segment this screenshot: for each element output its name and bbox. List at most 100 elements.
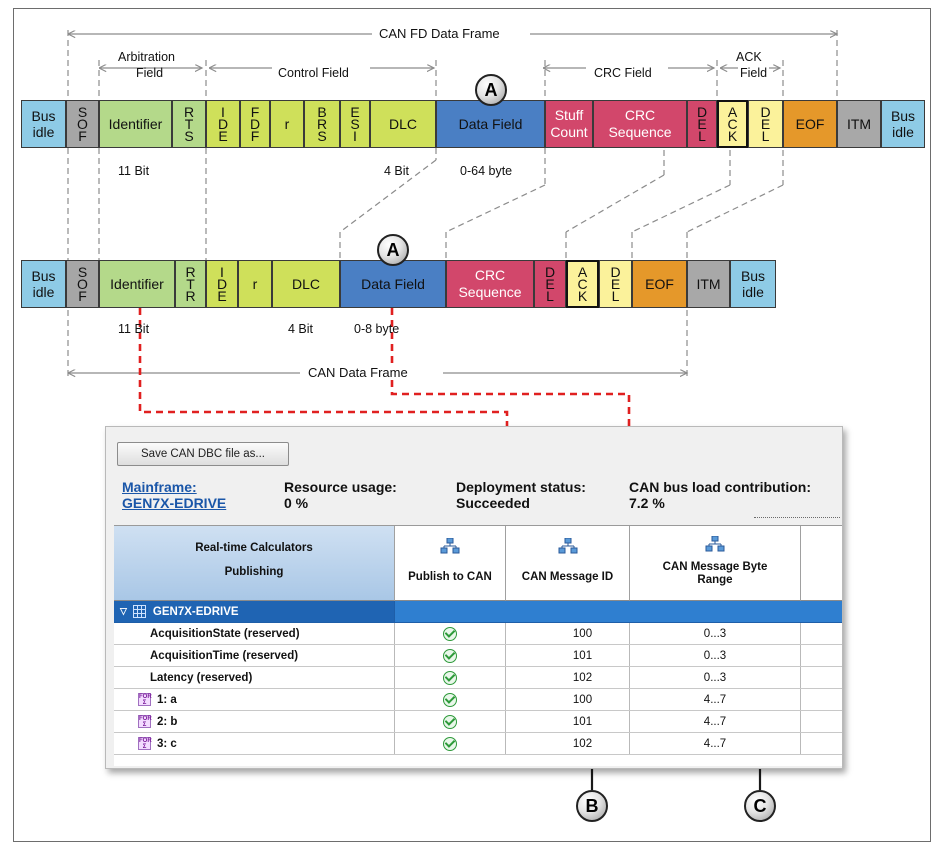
group-name: GEN7X-EDRIVE (152, 605, 239, 618)
crc-field-label: CRC Field (592, 66, 654, 80)
header-publish-to-can[interactable]: Publish to CAN (395, 526, 506, 601)
save-dbc-button[interactable]: Save CAN DBC file as... (117, 442, 289, 466)
canfd-data-bytes: 0-64 byte (460, 164, 513, 178)
can-data-bytes: 0-8 byte (354, 322, 400, 336)
figure-border (13, 8, 931, 842)
header-empty (801, 526, 842, 601)
publish-cell[interactable] (395, 667, 506, 688)
collapse-icon[interactable]: ▽ (120, 606, 127, 616)
marker-b: B (576, 790, 608, 822)
formula-icon: FOR Σ (138, 737, 152, 750)
formula-icon: FOR Σ (138, 693, 152, 706)
calculator-name: 2: b (157, 715, 178, 728)
ack-field-label: ACK (736, 50, 762, 64)
canfd-itm: ITM (837, 100, 881, 148)
marker-a-can: A (377, 234, 409, 266)
message-id-cell[interactable]: 100 (506, 623, 630, 644)
byte-range-cell[interactable]: 4...7 (630, 689, 801, 710)
splitter-handle[interactable] (754, 517, 840, 518)
check-icon (443, 692, 457, 707)
publish-cell[interactable] (395, 645, 506, 666)
group-row[interactable]: ▽ GEN7X-EDRIVE (114, 601, 842, 623)
calculator-table: Real-time Calculators Publishing Publish… (114, 525, 842, 766)
can-eof: EOF (632, 260, 687, 308)
byte-range-cell[interactable]: 0...3 (630, 667, 801, 688)
network-icon (558, 537, 577, 554)
publish-cell[interactable] (395, 733, 506, 754)
empty-cell (801, 645, 842, 666)
publish-cell[interactable] (395, 711, 506, 732)
message-id-cell[interactable]: 101 (506, 645, 630, 666)
empty-cell (801, 711, 842, 732)
check-icon (443, 648, 457, 663)
empty-cell (801, 667, 842, 688)
marker-c: C (744, 790, 776, 822)
marker-a-fd: A (475, 74, 507, 106)
mainframe-link[interactable]: GEN7X-EDRIVE (122, 495, 227, 511)
can-id-bits: 11 Bit (118, 322, 150, 336)
can-data-field: Data Field (340, 260, 446, 308)
message-id-cell[interactable]: 102 (506, 667, 630, 688)
calculator-name-cell: FOR Σ 3: c (114, 733, 395, 754)
calculator-name-cell: Latency (reserved) (114, 667, 395, 688)
grid-icon (132, 605, 146, 618)
byte-range-cell[interactable]: 0...3 (630, 645, 801, 666)
canfd-identifier: Identifier (99, 100, 172, 148)
publish-cell[interactable] (395, 623, 506, 644)
calculator-name: 3: c (157, 737, 177, 750)
canfd-dlc-bits: 4 Bit (384, 164, 410, 178)
byte-range-cell[interactable]: 4...7 (630, 711, 801, 732)
canfd-title: CAN FD Data Frame (375, 26, 504, 41)
empty-cell (801, 689, 842, 710)
message-id-cell[interactable]: 100 (506, 689, 630, 710)
calculator-name-cell: AcquisitionState (reserved) (114, 623, 395, 644)
canfd-id-bits: 11 Bit (118, 164, 150, 178)
calculator-name-cell: AcquisitionTime (reserved) (114, 645, 395, 666)
message-id-cell[interactable]: 102 (506, 733, 630, 754)
empty-cell (801, 733, 842, 754)
resource-usage: Resource usage:0 % (284, 479, 397, 511)
publish-cell[interactable] (395, 689, 506, 710)
byte-range-cell[interactable]: 0...3 (630, 623, 801, 644)
can-identifier: Identifier (99, 260, 175, 308)
byte-range-cell[interactable]: 4...7 (630, 733, 801, 754)
ack-field-label-2: Field (738, 66, 770, 80)
header-calculators[interactable]: Real-time Calculators Publishing (114, 526, 395, 601)
network-icon (440, 537, 460, 554)
message-id-cell[interactable]: 101 (506, 711, 630, 732)
header-can-byte-range[interactable]: CAN Message Byte Range (630, 526, 801, 601)
empty-cell (801, 623, 842, 644)
mainframe-label[interactable]: Mainframe: (122, 479, 197, 495)
can-title: CAN Data Frame (304, 365, 412, 380)
canfd-r: r (270, 100, 304, 148)
header-can-message-id[interactable]: CAN Message ID (506, 526, 630, 601)
calculator-name-cell: FOR Σ 1: a (114, 689, 395, 710)
calculator-name: 1: a (157, 693, 177, 706)
